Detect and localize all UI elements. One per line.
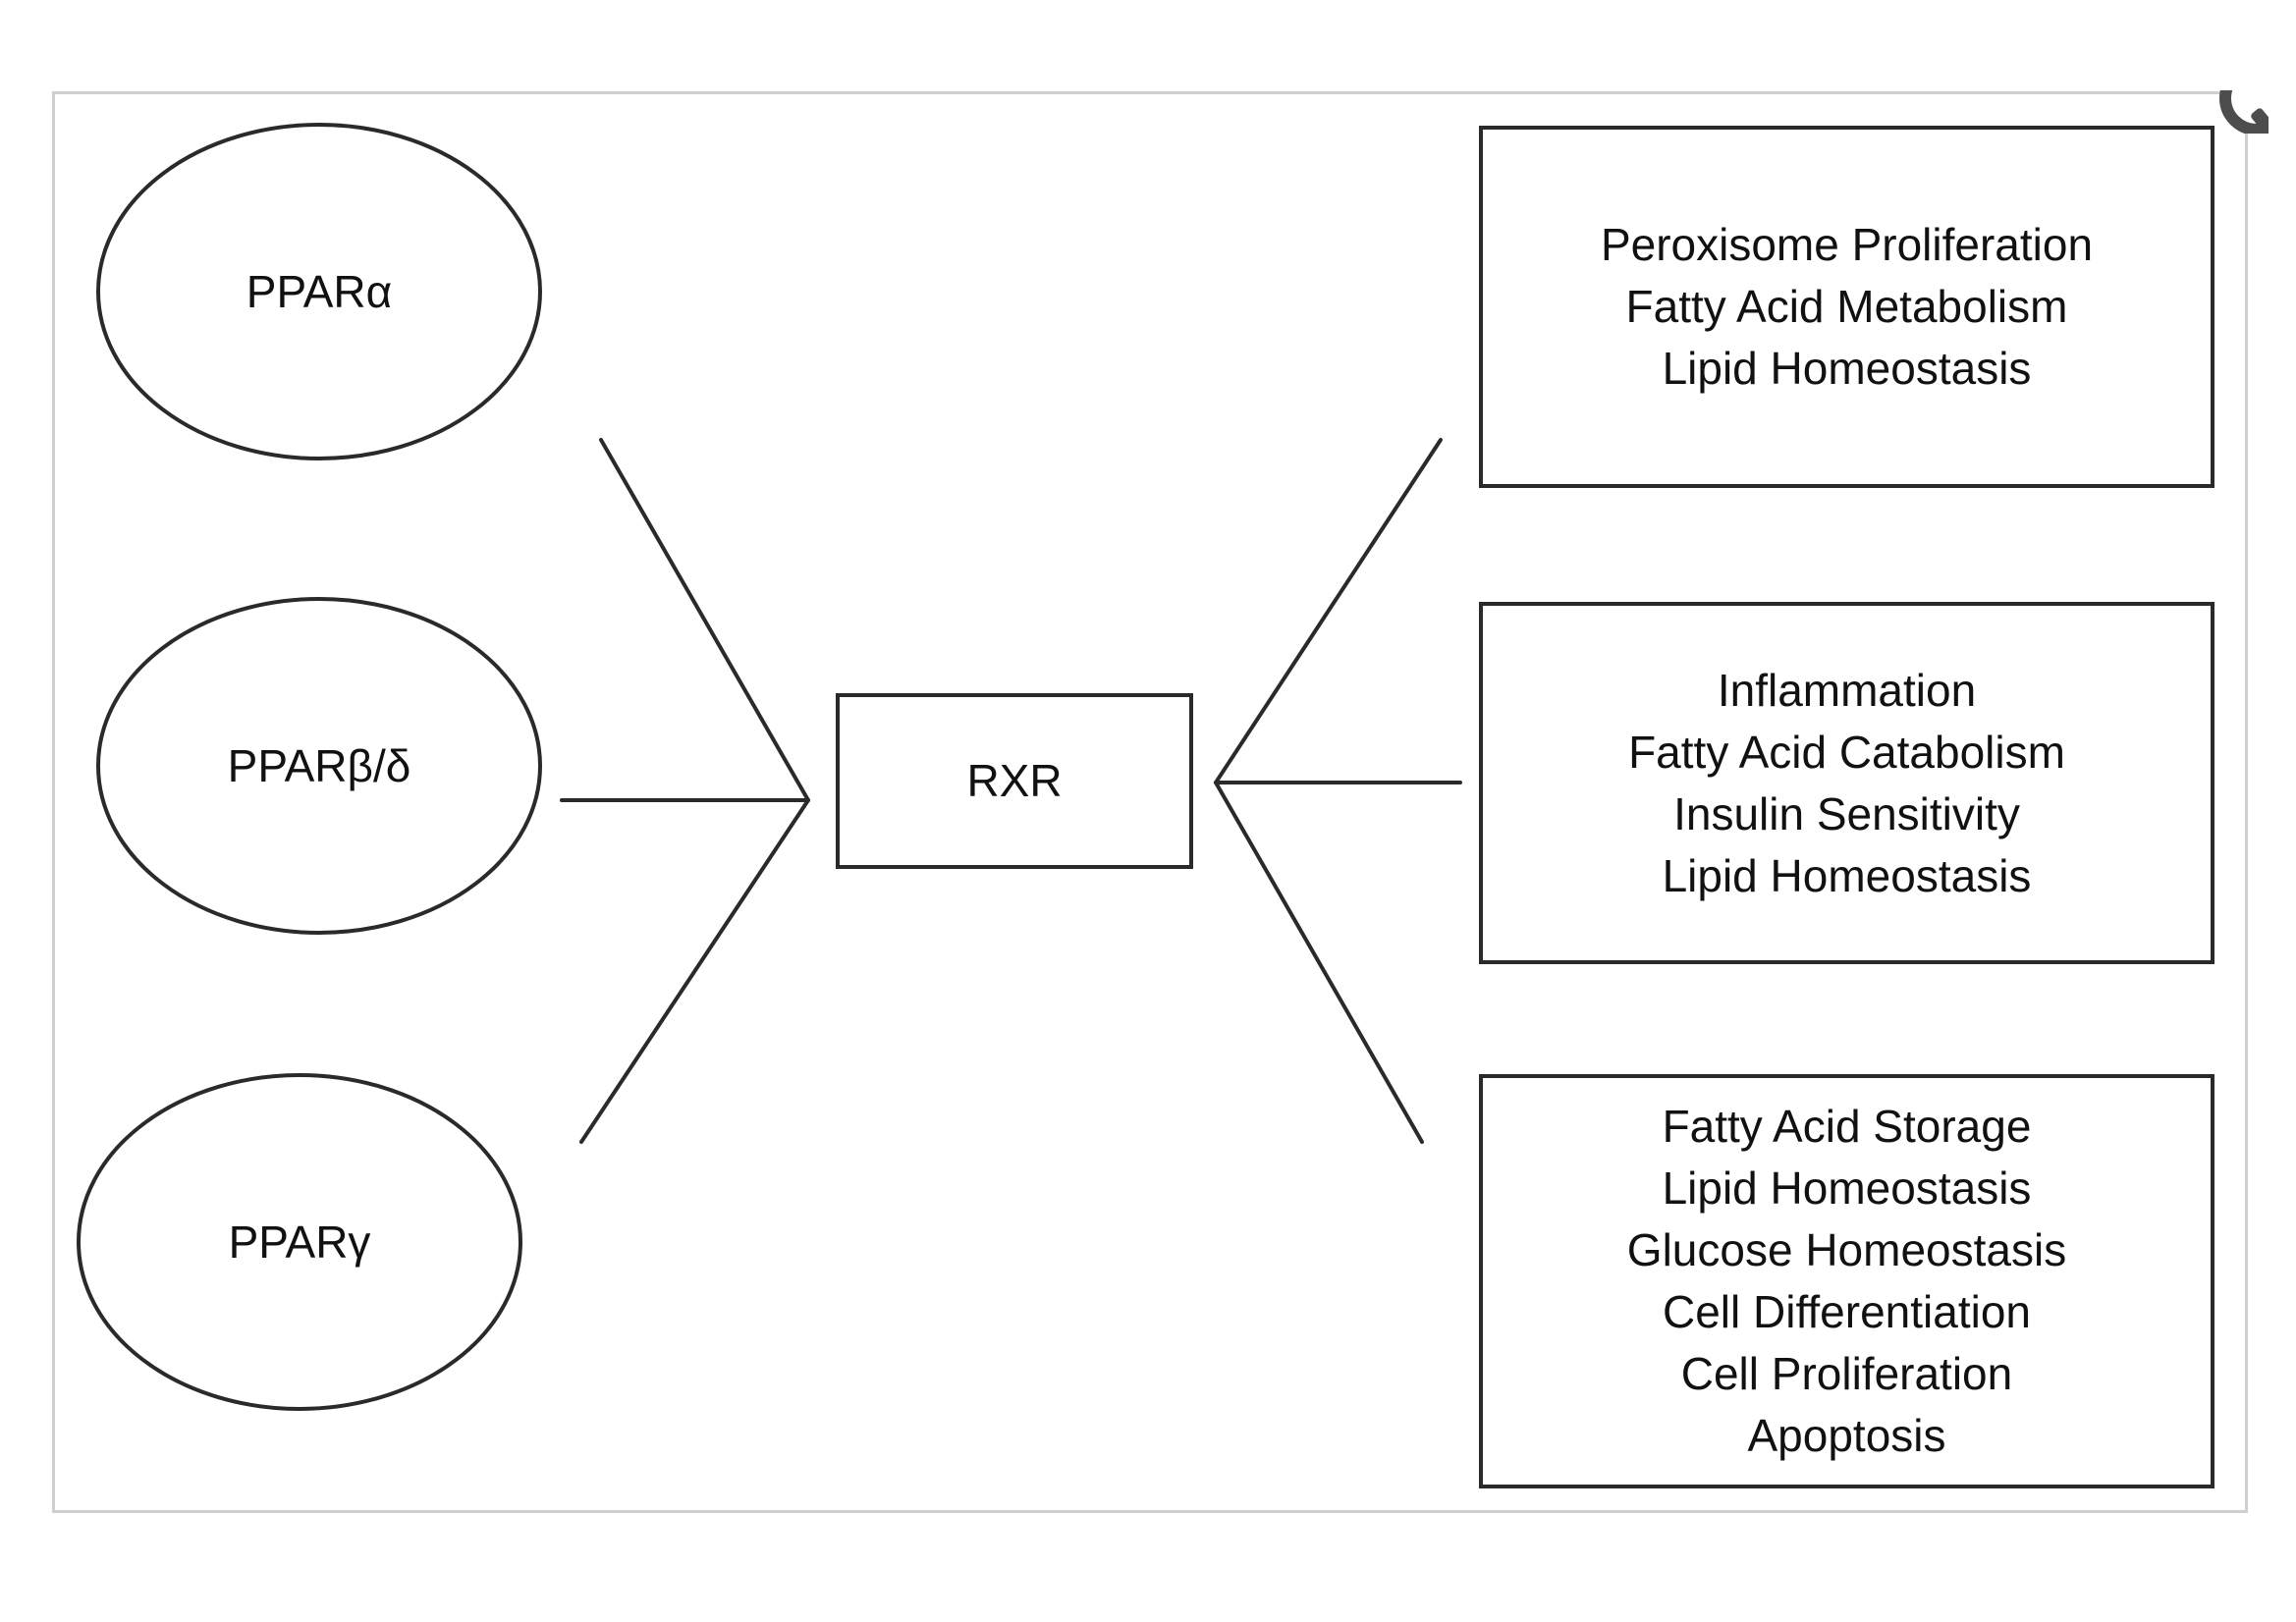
function-item: Fatty Acid Metabolism <box>1625 281 2068 332</box>
receptor-label-gamma: PPARγ <box>79 1075 520 1409</box>
rxr-label-text: RXR <box>966 755 1063 806</box>
function-list-beta-delta: Inflammation Fatty Acid Catabolism Insul… <box>1481 604 2213 962</box>
connector-rxr-to-gamma-functions <box>1214 781 1424 1144</box>
function-item: Lipid Homeostasis <box>1662 343 2032 394</box>
function-item: Insulin Sensitivity <box>1673 787 2020 839</box>
connector-rxr-to-alpha-functions <box>1214 438 1443 784</box>
function-item: Glucose Homeostasis <box>1626 1224 2067 1275</box>
figure-frame <box>52 91 2248 1513</box>
function-item: Lipid Homeostasis <box>1662 1162 2032 1214</box>
receptor-label-text: PPARα <box>246 265 393 317</box>
rxr-label: RXR <box>838 695 1191 867</box>
function-list-alpha: Peroxisome Proliferation Fatty Acid Meta… <box>1481 128 2213 486</box>
function-item: Cell Differentiation <box>1662 1286 2031 1337</box>
connector-alpha-to-rxr <box>599 438 810 802</box>
receptor-label-text: PPARγ <box>228 1216 371 1268</box>
function-item: Apoptosis <box>1747 1410 1946 1461</box>
rxr-box <box>836 693 1193 869</box>
magnifier-icon[interactable] <box>2214 90 2269 134</box>
receptor-label-text: PPARβ/δ <box>227 739 411 791</box>
connector-gamma-to-rxr <box>579 798 810 1144</box>
function-item: Inflammation <box>1717 664 1977 716</box>
receptor-label-alpha: PPARα <box>98 125 540 459</box>
receptor-node-gamma <box>77 1073 522 1411</box>
function-box-beta-delta <box>1479 602 2214 964</box>
function-box-alpha <box>1479 126 2214 488</box>
function-item: Peroxisome Proliferation <box>1600 219 2094 270</box>
function-item: Fatty Acid Storage <box>1662 1101 2032 1152</box>
function-item: Fatty Acid Catabolism <box>1628 726 2065 778</box>
function-list-gamma: Fatty Acid Storage Lipid Homeostasis Glu… <box>1481 1076 2213 1487</box>
receptor-node-alpha <box>96 123 542 460</box>
function-item: Lipid Homeostasis <box>1662 849 2032 901</box>
function-box-gamma <box>1479 1074 2214 1488</box>
receptor-node-beta-delta <box>96 597 542 935</box>
receptor-label-beta-delta: PPARβ/δ <box>98 599 540 933</box>
function-item: Cell Proliferation <box>1680 1348 2013 1399</box>
